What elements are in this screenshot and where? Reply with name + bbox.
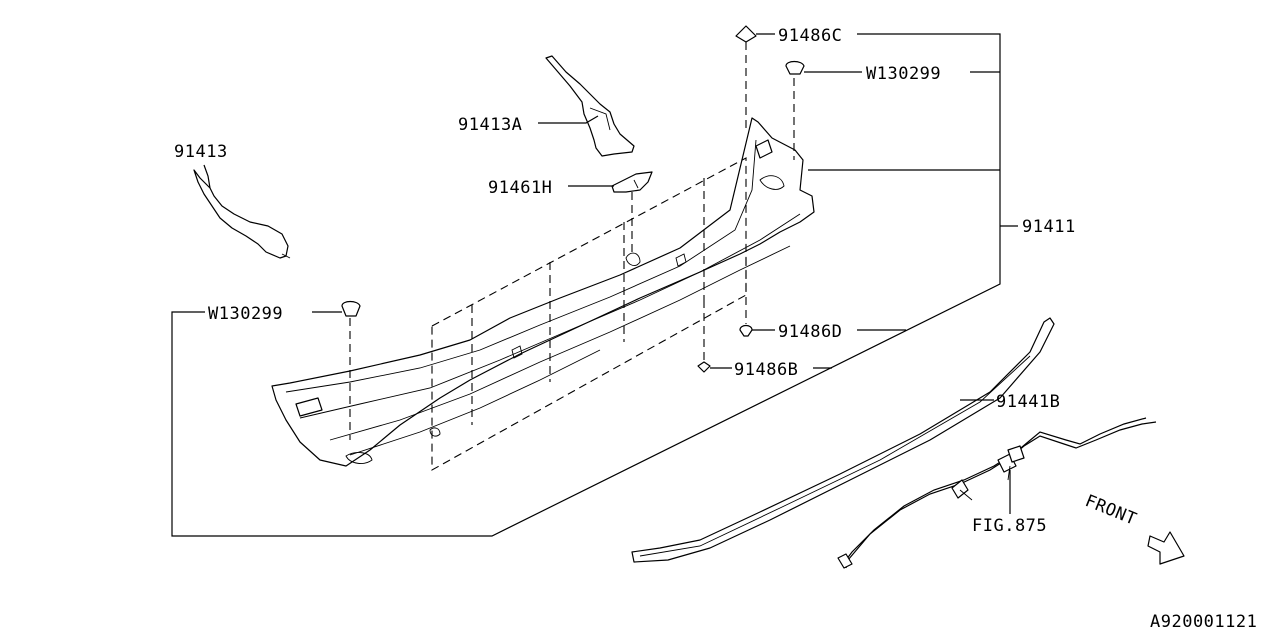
grommet-w130299-left — [341, 300, 361, 317]
callout-w130299-left: W130299 — [208, 304, 283, 324]
phantom-outlines — [431, 157, 747, 471]
clip-91486d — [739, 324, 753, 337]
callout-w130299-top: W130299 — [866, 64, 941, 84]
clip-91486b — [697, 361, 711, 373]
clip-91486c — [735, 25, 757, 43]
front-arrow-icon — [1147, 531, 1185, 565]
callout-91486d: 91486D — [778, 322, 842, 342]
washer-hose-fig875 — [837, 417, 1157, 569]
part-91461h — [611, 171, 653, 193]
grommet-w130299-top — [785, 60, 805, 75]
group-bracket-91411 — [171, 33, 1018, 537]
front-direction-indicator: FRONT — [1082, 491, 1185, 565]
callout-91413: 91413 — [174, 142, 228, 162]
cowl-panel-91411 — [271, 117, 815, 467]
leader-lines — [203, 33, 1011, 514]
part-91413 — [193, 169, 291, 259]
callout-91486b: 91486B — [734, 360, 798, 380]
weatherstrip-91441b — [631, 317, 1055, 563]
fastener-axes — [349, 42, 795, 440]
part-91413a — [545, 55, 635, 157]
callout-91413a: 91413A — [458, 115, 522, 135]
callout-91411: 91411 — [1022, 217, 1076, 237]
front-label: FRONT — [1082, 491, 1139, 530]
diagram-code: A920001121 — [1150, 612, 1257, 632]
callout-91441b: 91441B — [996, 392, 1060, 412]
callout-91461h: 91461H — [488, 178, 552, 198]
callout-fig875: FIG.875 — [972, 516, 1047, 536]
callout-91486c: 91486C — [778, 26, 842, 46]
